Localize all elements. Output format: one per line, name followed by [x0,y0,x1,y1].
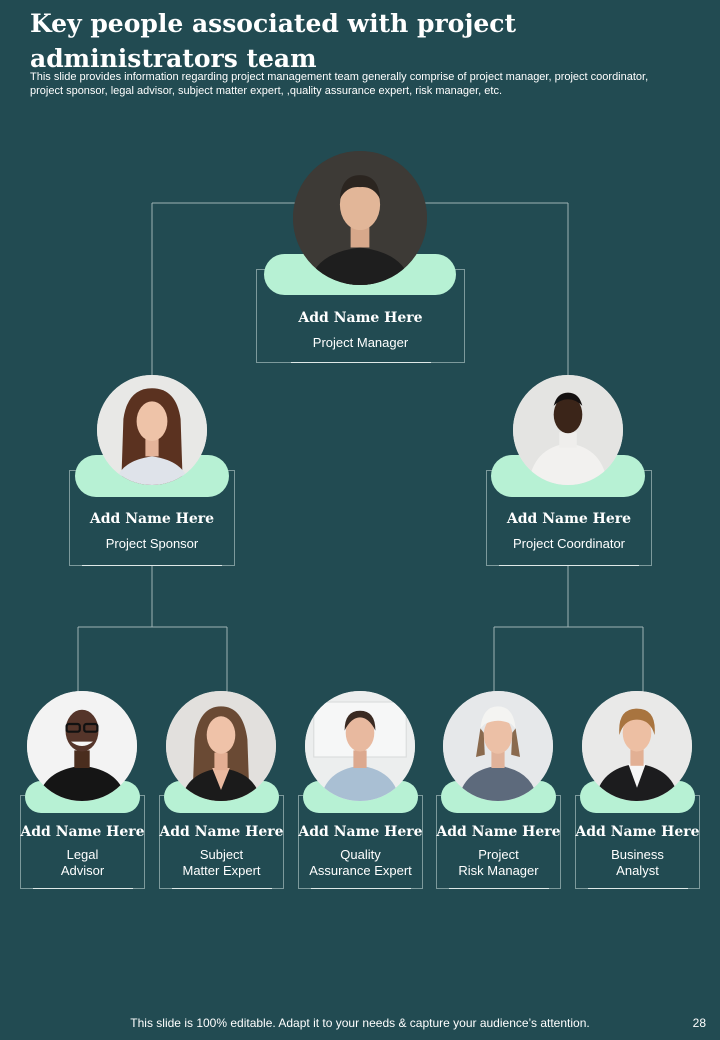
card-underline [499,565,639,566]
person-photo-icon [293,151,427,285]
slide-subtitle: This slide provides information regardin… [30,71,649,97]
risk-role: Project Risk Manager [458,847,539,878]
person-photo-icon [443,691,553,801]
sponsor-avatar [97,375,207,485]
legal-avatar [27,691,137,801]
person-photo-icon [97,375,207,485]
risk-name: Add Name Here [436,824,561,840]
card-underline [82,565,222,566]
person-photo-icon [305,691,415,801]
manager-name: Add Name Here [298,310,423,326]
card-underline [588,888,688,889]
coordinator-role: Project Coordinator [513,536,625,551]
slide-title: Key people associated with project admin… [30,9,517,73]
sponsor-name: Add Name Here [89,511,215,527]
qa-role: Quality Assurance Expert [309,847,412,878]
qa-avatar [305,691,415,801]
analyst-role: Business Analyst [611,847,664,878]
page-number: 28 [692,1016,706,1030]
footer-note: This slide is 100% editable. Adapt it to… [130,1016,590,1030]
person-photo-icon [27,691,137,801]
card-underline [291,362,431,363]
card-underline [33,888,133,889]
sme-avatar [166,691,276,801]
card-underline [311,888,411,889]
coordinator-name: Add Name Here [506,511,632,527]
legal-name: Add Name Here [20,824,145,840]
analyst-avatar [582,691,692,801]
person-photo-icon [513,375,623,485]
legal-role: Legal Advisor [60,847,105,878]
risk-avatar [443,691,553,801]
sme-name: Add Name Here [159,824,284,840]
card-underline [172,888,272,889]
manager-avatar [293,151,427,285]
manager-role: Project Manager [312,335,409,350]
qa-name: Add Name Here [298,824,423,840]
card-underline [449,888,549,889]
sponsor-role: Project Sponsor [105,536,199,551]
person-photo-icon [166,691,276,801]
analyst-name: Add Name Here [575,824,700,840]
person-photo-icon [582,691,692,801]
coordinator-avatar [513,375,623,485]
sme-role: Subject Matter Expert [182,847,261,878]
